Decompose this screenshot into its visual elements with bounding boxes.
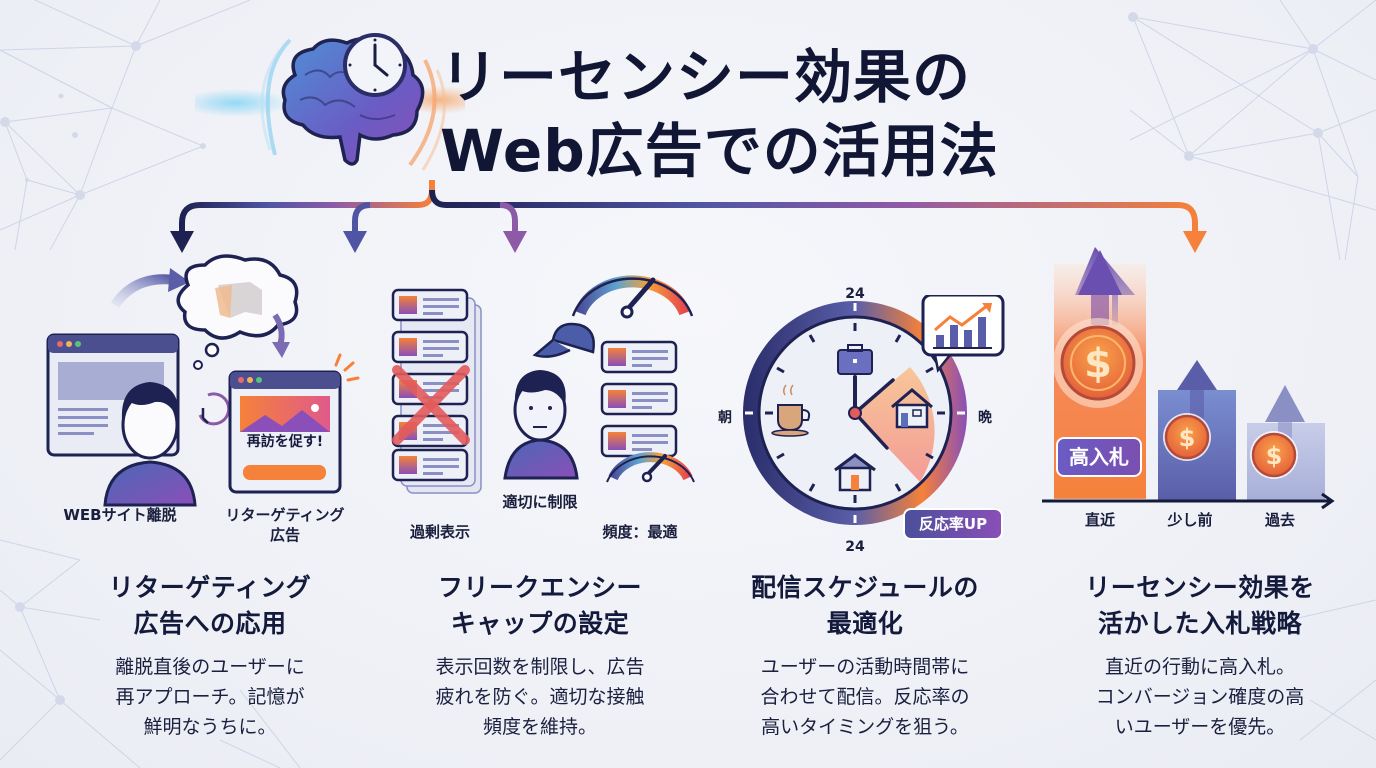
section-retargeting: リターゲティング 広告への応用 離脱直後のユーザーに 再アプローチ。記憶が 鮮明… — [40, 570, 380, 742]
clock-bottom-label: 24 — [845, 539, 865, 555]
schedule-clock-illustration — [743, 295, 1005, 525]
proper-limit-caption: 適切に制限 — [502, 493, 578, 511]
axis-label-recent: 直近 — [1084, 511, 1115, 529]
retargeting-ad-caption-line1: リターゲティング — [225, 506, 345, 524]
site-exit-caption: WEBサイト離脱 — [63, 506, 177, 524]
section-heading: リーセンシー効果を 活かした入札戦略 — [1085, 573, 1315, 638]
retargeting-ad-caption: リターゲティング 広告 — [200, 505, 370, 545]
section-description: 離脱直後のユーザーに 再アプローチ。記憶が 鮮明なうちに。 — [115, 656, 305, 738]
section-frequency-cap: フリークエンシー キャップの設定 表示回数を制限し、広告 疲れを防ぐ。適切な接触… — [380, 570, 700, 742]
section-bidding: リーセンシー効果を 活かした入札戦略 直近の行動に高入札。 コンバージョン確度の… — [1030, 570, 1370, 742]
page-title: リーセンシー効果の Web広告での活用法 — [440, 40, 1000, 188]
axis-label-past: 過去 — [1264, 511, 1295, 529]
section-description: ユーザーの活動時間帯に 合わせて配信。反応率の 高いタイミングを狙う。 — [760, 656, 970, 738]
overexposed-ad-stack — [391, 288, 482, 494]
retargeting-illustration — [46, 254, 360, 507]
clock-evening-label: 晩 — [978, 410, 992, 426]
overexposure-caption: 過剰表示 — [409, 523, 470, 541]
response-rate-up-badge: 反応率UP — [903, 508, 1003, 540]
section-description: 表示回数を制限し、広告 疲れを防ぐ。適切な接触 頻度を維持。 — [435, 656, 645, 738]
frequency-cap-illustration — [391, 275, 695, 494]
axis-label-slightly-before: 少し前 — [1167, 511, 1213, 529]
section-schedule: 配信スケジュールの 最適化 ユーザーの活動時間帯に 合わせて配信。反応率の 高い… — [700, 570, 1030, 742]
high-bid-badge: 高入札 — [1056, 437, 1142, 477]
section-description: 直近の行動に高入札。 コンバージョン確度の高 いユーザーを優先。 — [1095, 656, 1305, 738]
section-heading: 配信スケジュールの 最適化 — [751, 573, 979, 638]
frequency-optimal-caption: 頻度：最適 — [602, 523, 678, 541]
bidding-chart-illustration: $ $ $ — [1042, 247, 1335, 510]
section-heading: リターゲティング 広告への応用 — [108, 573, 312, 638]
brain-clock-icon — [195, 33, 465, 171]
clock-morning-label: 朝 — [718, 410, 732, 426]
retargeting-ad-caption-line2: 広告 — [269, 526, 300, 544]
title-line-1: リーセンシー効果の — [440, 43, 972, 111]
svg-text:$: $ — [1084, 341, 1112, 387]
branch-connector — [170, 180, 1207, 253]
clock-top-label: 24 — [845, 286, 865, 302]
section-heading: フリークエンシー キャップの設定 — [437, 573, 642, 638]
svg-text:$: $ — [1266, 442, 1283, 470]
svg-text:$: $ — [1179, 424, 1196, 452]
ad-revisit-text: 再訪を促す! — [246, 434, 324, 450]
title-line-2: Web広告での活用法 — [440, 117, 999, 185]
